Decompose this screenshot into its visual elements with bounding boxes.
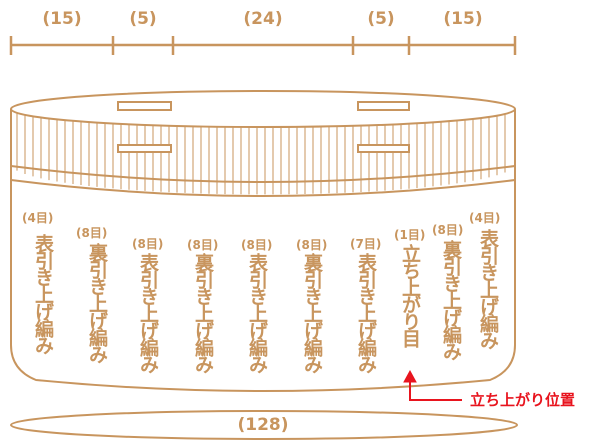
ribbed-band xyxy=(10,90,516,195)
handle-slot xyxy=(357,144,410,153)
stitch-count: (8目) xyxy=(241,238,273,252)
circumference-label: (128) xyxy=(237,415,288,435)
stitch-count: (8目) xyxy=(132,237,164,251)
segment-label: (24) xyxy=(243,9,282,29)
stitch-count: (8目) xyxy=(76,226,108,240)
stitch-label: 表引き上げ編み xyxy=(477,229,499,348)
stitch-count: (8目) xyxy=(296,238,328,252)
stitch-count: (8目) xyxy=(432,223,464,237)
arrow-head xyxy=(403,369,417,383)
stitch-label: 裏引き上げ編み xyxy=(192,253,214,372)
stitch-count: (7目) xyxy=(350,237,382,251)
stitch-count: (4目) xyxy=(22,211,54,225)
dimension-ruler xyxy=(9,36,517,55)
segment-label: (15) xyxy=(42,9,81,29)
stitch-label: 表引き上げ編み xyxy=(355,253,377,372)
start-position-arrow xyxy=(403,369,462,401)
bottom-circumference xyxy=(10,410,518,440)
band-lower-edge xyxy=(10,165,516,183)
handle-slot xyxy=(117,144,172,153)
arrow-line xyxy=(409,382,462,401)
segment-label: (15) xyxy=(443,9,482,29)
segment-label: (5) xyxy=(367,9,394,29)
handle-slot xyxy=(357,101,410,111)
stitch-label: 表引き上げ編み xyxy=(137,253,159,372)
stitch-count: (8目) xyxy=(187,238,219,252)
stitch-count: (1目) xyxy=(394,228,426,242)
bag-body-outline xyxy=(10,109,516,392)
start-position-label: 立ち上がり位置 xyxy=(470,391,576,409)
stitch-label: 裏引き上げ編み xyxy=(440,240,462,359)
segment-label: (5) xyxy=(129,9,156,29)
stitch-label: 裏引き上げ編み xyxy=(86,243,108,362)
top-rim xyxy=(10,90,516,128)
stitch-label: 立ち上がり目 xyxy=(399,244,421,346)
stitch-label: 裏引き上げ編み xyxy=(301,253,323,372)
stitch-count: (4目) xyxy=(469,211,501,225)
stitch-label: 表引き上げ編み xyxy=(32,234,54,353)
label-backdrop xyxy=(226,413,300,435)
band-lower-edge xyxy=(10,179,516,197)
handle-slot xyxy=(117,101,172,111)
stitch-label: 表引き上げ編み xyxy=(246,253,268,372)
